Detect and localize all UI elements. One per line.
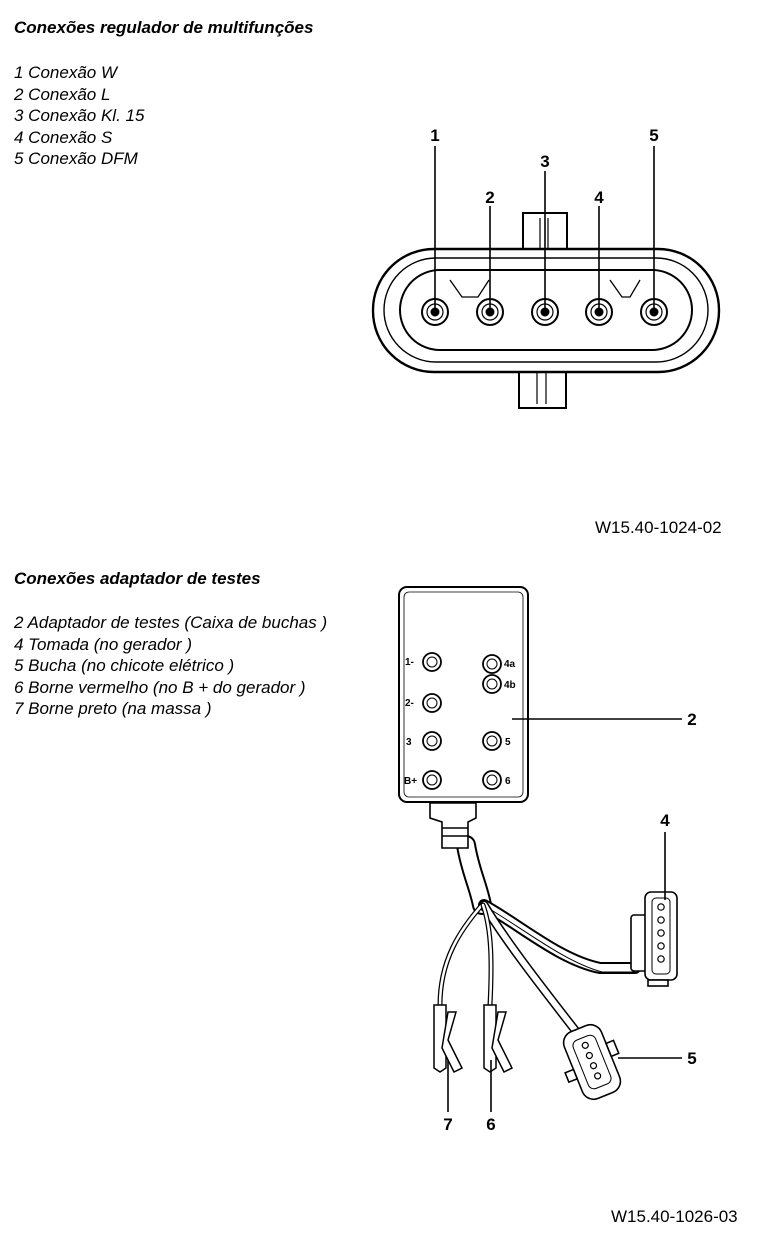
callout-4: 4: [594, 188, 604, 207]
box-label: 4b: [504, 680, 516, 691]
test-adapter-diagram: 1- 2- 3 B+ 4a 4b 5 6: [398, 586, 697, 1134]
callout-1: 1: [430, 126, 439, 145]
legend-item: 2 Adaptador de testes (Caixa de buchas ): [14, 613, 328, 632]
callout-2: 2: [485, 188, 494, 207]
box-label: 3: [406, 737, 412, 748]
legend-item: 4 Tomada (no gerador ): [14, 634, 192, 654]
pin-1: [421, 298, 449, 326]
jack-4a: [482, 654, 502, 674]
clip-7: [433, 1004, 464, 1074]
section2-legend: 2 Adaptador de testes (Caixa de buchas )…: [14, 612, 327, 720]
section1-legend: 1 Conexão W 2 Conexão L 3 Conexão Kl. 15…: [14, 62, 144, 170]
legend-item: 5 Bucha (no chicote elétrico ): [14, 656, 235, 675]
pin-3: [531, 298, 559, 326]
leader-lines: [434, 146, 655, 312]
section1-title: Conexões regulador de multifunções: [14, 18, 314, 37]
jack-b-plus: [422, 770, 442, 790]
callout-7: 7: [443, 1115, 452, 1134]
callout-4: 4: [660, 811, 670, 830]
jack-3: [422, 731, 442, 751]
pin-2: [476, 298, 504, 326]
box-label: 1-: [405, 657, 414, 668]
plug-5: [562, 1023, 622, 1101]
box-label: B+: [404, 776, 417, 787]
figure-code-2: W15.40-1026-03: [611, 1207, 738, 1226]
section2-title: Conexões adaptador de testes: [14, 569, 261, 588]
legend-item: 1 Conexão W: [14, 63, 117, 82]
pin-4: [585, 298, 613, 326]
legend-item: 5 Conexão DFM: [14, 149, 138, 168]
box-label: 2-: [405, 698, 414, 709]
socket-4: [630, 891, 678, 987]
callout-5: 5: [649, 126, 658, 145]
jack-1-: [422, 652, 442, 672]
legend-item: 4 Conexão S: [14, 127, 113, 147]
callout-2: 2: [687, 710, 696, 729]
jack-4b: [482, 674, 502, 694]
callout-5: 5: [687, 1049, 696, 1068]
jack-6: [482, 770, 502, 790]
callout-6: 6: [486, 1115, 495, 1134]
jack-5: [482, 731, 502, 751]
box-label: 5: [505, 737, 511, 748]
callout-3: 3: [540, 152, 549, 171]
legend-item: 2 Conexão L: [14, 84, 111, 104]
legend-item: 7 Borne preto (na massa ): [14, 699, 212, 718]
jack-2-: [422, 693, 442, 713]
regulator-connector-diagram: 1 2 3 4 5: [371, 126, 721, 409]
figure-code-1: W15.40-1024-02: [595, 518, 722, 537]
clip-6: [483, 1004, 514, 1074]
box-label: 4a: [504, 659, 516, 670]
pin-5: [640, 298, 668, 326]
connector-pins: [421, 298, 668, 326]
legend-item: 3 Conexão Kl. 15: [14, 106, 145, 125]
box-label: 6: [505, 776, 511, 787]
legend-item: 6 Borne vermelho (no B + do gerador ): [14, 677, 306, 697]
